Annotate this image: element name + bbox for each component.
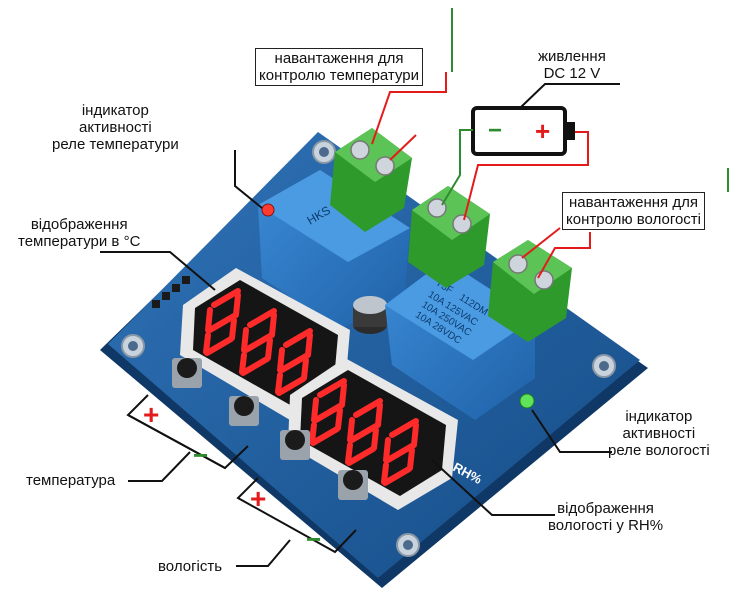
- button-humidity-plus: [280, 430, 310, 460]
- temperature-display: [180, 268, 350, 420]
- callout-lines: [100, 83, 620, 567]
- terminal-blocks: [330, 128, 572, 342]
- temp-plus-sign: +: [143, 399, 159, 430]
- humidity-plus-sign: +: [250, 483, 266, 514]
- battery-icon: − +: [471, 106, 575, 156]
- battery-minus: −: [488, 117, 502, 144]
- temp-minus-sign: −: [193, 440, 208, 470]
- wire-power-green: [441, 129, 473, 206]
- leader-temp-relay-indicator: [234, 150, 263, 209]
- label-humidity-relay-indicator: індикатор активності реле вологості: [608, 408, 710, 459]
- humidity-display: RH%: [288, 358, 485, 510]
- temp-relay-led: [261, 203, 275, 217]
- capacitor: [353, 296, 387, 334]
- terminal-humidity-load: [488, 240, 572, 342]
- leader-humidity: [236, 539, 291, 567]
- leader-temp-display: [100, 251, 216, 291]
- button-temp-plus: [172, 358, 202, 388]
- humidity-minus-sign: −: [306, 524, 321, 554]
- label-power: живлення DC 12 V: [538, 48, 606, 82]
- button-temp-minus: [229, 396, 259, 426]
- humidity-relay-led: [519, 393, 535, 409]
- terminal-temp-load: [330, 128, 412, 232]
- temp-adjust-bracket: + −: [126, 394, 249, 470]
- label-humidity-load: навантаження для контролю вологості: [562, 192, 706, 230]
- label-temp-load: навантаження для контролю температури: [255, 48, 424, 86]
- terminal-power: [408, 186, 490, 288]
- label-humidity: вологість: [158, 558, 223, 575]
- wires: [371, 8, 729, 279]
- wire-humidity-load-red: [537, 232, 591, 279]
- leader-power: [519, 83, 620, 109]
- label-temp-relay-indicator: індикатор активності реле температури: [52, 102, 179, 153]
- label-humidity-display: відображення вологості у RH%: [548, 500, 664, 534]
- button-humidity-minus: [338, 470, 368, 500]
- leader-humidity-relay-indicator: [531, 409, 612, 453]
- label-temperature: температура: [26, 472, 116, 489]
- arrow-temp-load-2: [389, 134, 417, 161]
- push-buttons: [172, 358, 368, 500]
- arrow-humidity-load-1: [521, 227, 561, 259]
- wire-temp-load-red: [371, 72, 447, 145]
- label-temp-display: відображення температури в °C: [18, 216, 141, 250]
- battery-plus: +: [535, 116, 550, 146]
- pcb-board: [100, 132, 648, 588]
- wire-power-red: [463, 131, 589, 221]
- leader-humidity-display: [431, 459, 555, 516]
- humidity-adjust-bracket: + −: [236, 477, 357, 554]
- leader-temperature: [128, 451, 191, 482]
